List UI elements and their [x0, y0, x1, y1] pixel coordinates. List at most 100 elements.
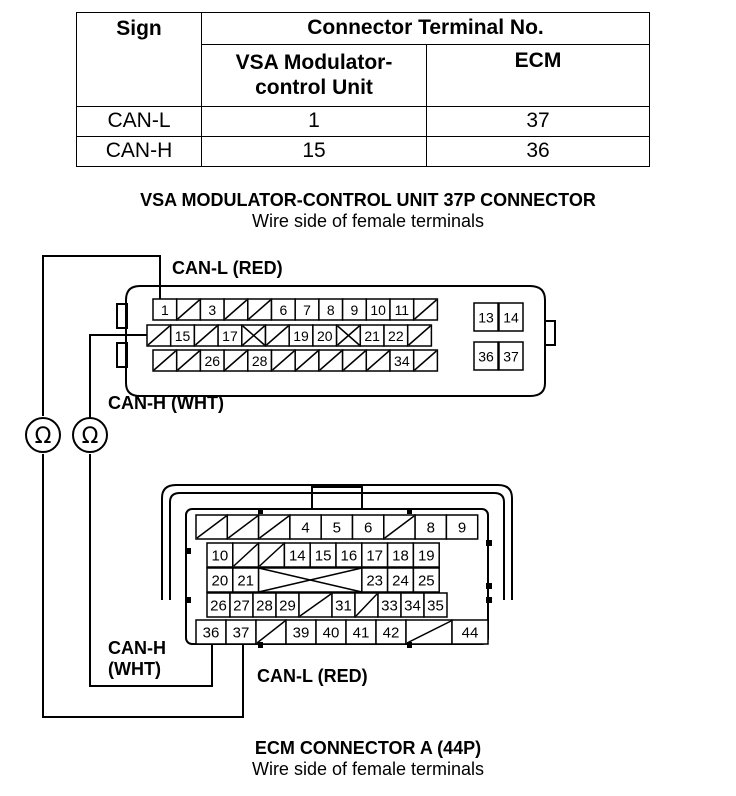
vsa-can-h-label: CAN-H (WHT) — [108, 393, 224, 413]
ecm-inner-clip — [169, 492, 505, 600]
ecm-marker — [407, 642, 412, 648]
terminal-cell: 37 — [498, 341, 524, 371]
terminal-number: 44 — [462, 625, 479, 642]
ecm-connector-title: ECM CONNECTOR A (44P) — [254, 738, 482, 758]
terminal-cell: 42 — [375, 619, 407, 645]
terminal-number: 20 — [317, 328, 333, 344]
terminal-cell: 20 — [312, 324, 338, 347]
terminal-number: 13 — [478, 310, 494, 326]
terminal-cell: 11 — [389, 298, 415, 321]
can-h-wire-lower — [89, 454, 213, 687]
terminal-number: 15 — [315, 548, 332, 565]
terminal-cell — [383, 514, 416, 540]
terminal-number: 10 — [370, 302, 386, 318]
table-row: CAN-L 1 37 — [76, 106, 650, 137]
ecm-connector-caption: ECM CONNECTOR A (44P) Wire side of femal… — [0, 738, 736, 780]
terminal-cell — [298, 592, 333, 618]
ecm-marker — [407, 508, 412, 514]
terminal-cell — [412, 349, 439, 372]
terminal-number: 16 — [341, 548, 358, 565]
terminal-cell: 19 — [412, 542, 440, 568]
terminal-cell — [294, 349, 320, 372]
terminal-cell: 1 — [152, 298, 178, 321]
terminal-number: 8 — [427, 520, 435, 537]
terminal-cell — [354, 592, 379, 618]
vsa-connector-title: VSA MODULATOR-CONTROL UNIT 37P CONNECTOR — [140, 190, 596, 210]
terminal-number: 36 — [478, 349, 494, 365]
ecm-marker — [486, 583, 492, 589]
terminal-number: 11 — [395, 302, 410, 318]
terminal-number: 29 — [279, 598, 296, 615]
terminal-number: 28 — [252, 353, 268, 369]
terminal-number: 22 — [388, 328, 404, 344]
terminal-cell: 14 — [283, 542, 311, 568]
terminal-cell — [318, 349, 344, 372]
terminal-cell: 3 — [199, 298, 225, 321]
terminal-number: 19 — [418, 548, 435, 565]
terminal-blank-block — [257, 567, 363, 593]
ohmmeter-can-l — [25, 417, 61, 453]
terminal-cell — [341, 349, 368, 372]
terminal-cell: 6 — [270, 298, 296, 321]
terminal-cell: 33 — [377, 592, 402, 618]
terminal-number: 6 — [364, 520, 372, 537]
terminal-cell — [255, 619, 287, 645]
vsa-connector-housing — [125, 285, 546, 397]
terminal-cell: 10 — [206, 542, 234, 568]
terminal-cell: 26 — [206, 592, 231, 618]
terminal-cell: 14 — [498, 302, 524, 332]
ecm-can-l-label: CAN-L (RED) — [257, 666, 368, 686]
terminal-cell — [406, 324, 433, 347]
vsa-latch-left-bottom — [116, 342, 128, 368]
can-l-wire — [42, 255, 161, 416]
terminal-cell: 8 — [414, 514, 448, 540]
terminal-cell: 27 — [229, 592, 254, 618]
terminal-cell — [226, 514, 260, 540]
terminal-cell — [247, 298, 273, 321]
terminal-cell — [146, 324, 172, 347]
terminal-cell: 39 — [285, 619, 317, 645]
terminal-number: 40 — [323, 625, 340, 642]
vsa-latch-right — [544, 320, 556, 346]
terminal-cell — [264, 324, 290, 347]
terminal-cell: 37 — [225, 619, 257, 645]
terminal-number: 9 — [458, 520, 466, 537]
terminal-cell: 7 — [294, 298, 320, 321]
terminal-cell — [152, 349, 178, 372]
terminal-number: 8 — [327, 302, 335, 318]
vsa-connector-caption: VSA MODULATOR-CONTROL UNIT 37P CONNECTOR… — [0, 190, 736, 232]
terminal-number: 42 — [383, 625, 400, 642]
terminal-cell — [232, 542, 260, 568]
ohm-symbol-2: Ω — [82, 424, 99, 449]
ohmmeter-can-h — [72, 417, 108, 453]
vsa-latch-left-top — [116, 303, 128, 329]
vsa-can-l-label: CAN-L (RED) — [172, 258, 283, 278]
terminal-number: 14 — [289, 548, 306, 565]
terminal-number: 10 — [212, 548, 229, 565]
terminal-cell — [412, 298, 439, 321]
ecm-marker — [185, 548, 191, 554]
terminal-cell: 8 — [318, 298, 344, 321]
terminal-cell — [223, 349, 249, 372]
terminal-cell: 18 — [386, 542, 415, 568]
terminal-number: 5 — [333, 520, 341, 537]
terminal-number: 14 — [503, 310, 519, 326]
terminal-number: 25 — [418, 573, 435, 590]
terminal-table: Sign Connector Terminal No. VSA Modulato… — [76, 12, 650, 167]
terminal-number: 21 — [364, 328, 380, 344]
terminal-number: 23 — [366, 573, 383, 590]
terminal-cell: 21 — [359, 324, 385, 347]
terminal-number: 34 — [394, 353, 410, 369]
terminal-number: 20 — [212, 573, 229, 590]
terminal-number: 17 — [366, 548, 383, 565]
terminal-cell: 36 — [195, 619, 227, 645]
terminal-number: 15 — [175, 328, 191, 344]
terminal-cell — [257, 542, 286, 568]
terminal-cell: 28 — [247, 349, 273, 372]
terminal-number: 6 — [279, 302, 287, 318]
terminal-cell: 15 — [169, 324, 196, 347]
terminal-cell: 23 — [361, 567, 389, 593]
terminal-cell: 40 — [315, 619, 347, 645]
